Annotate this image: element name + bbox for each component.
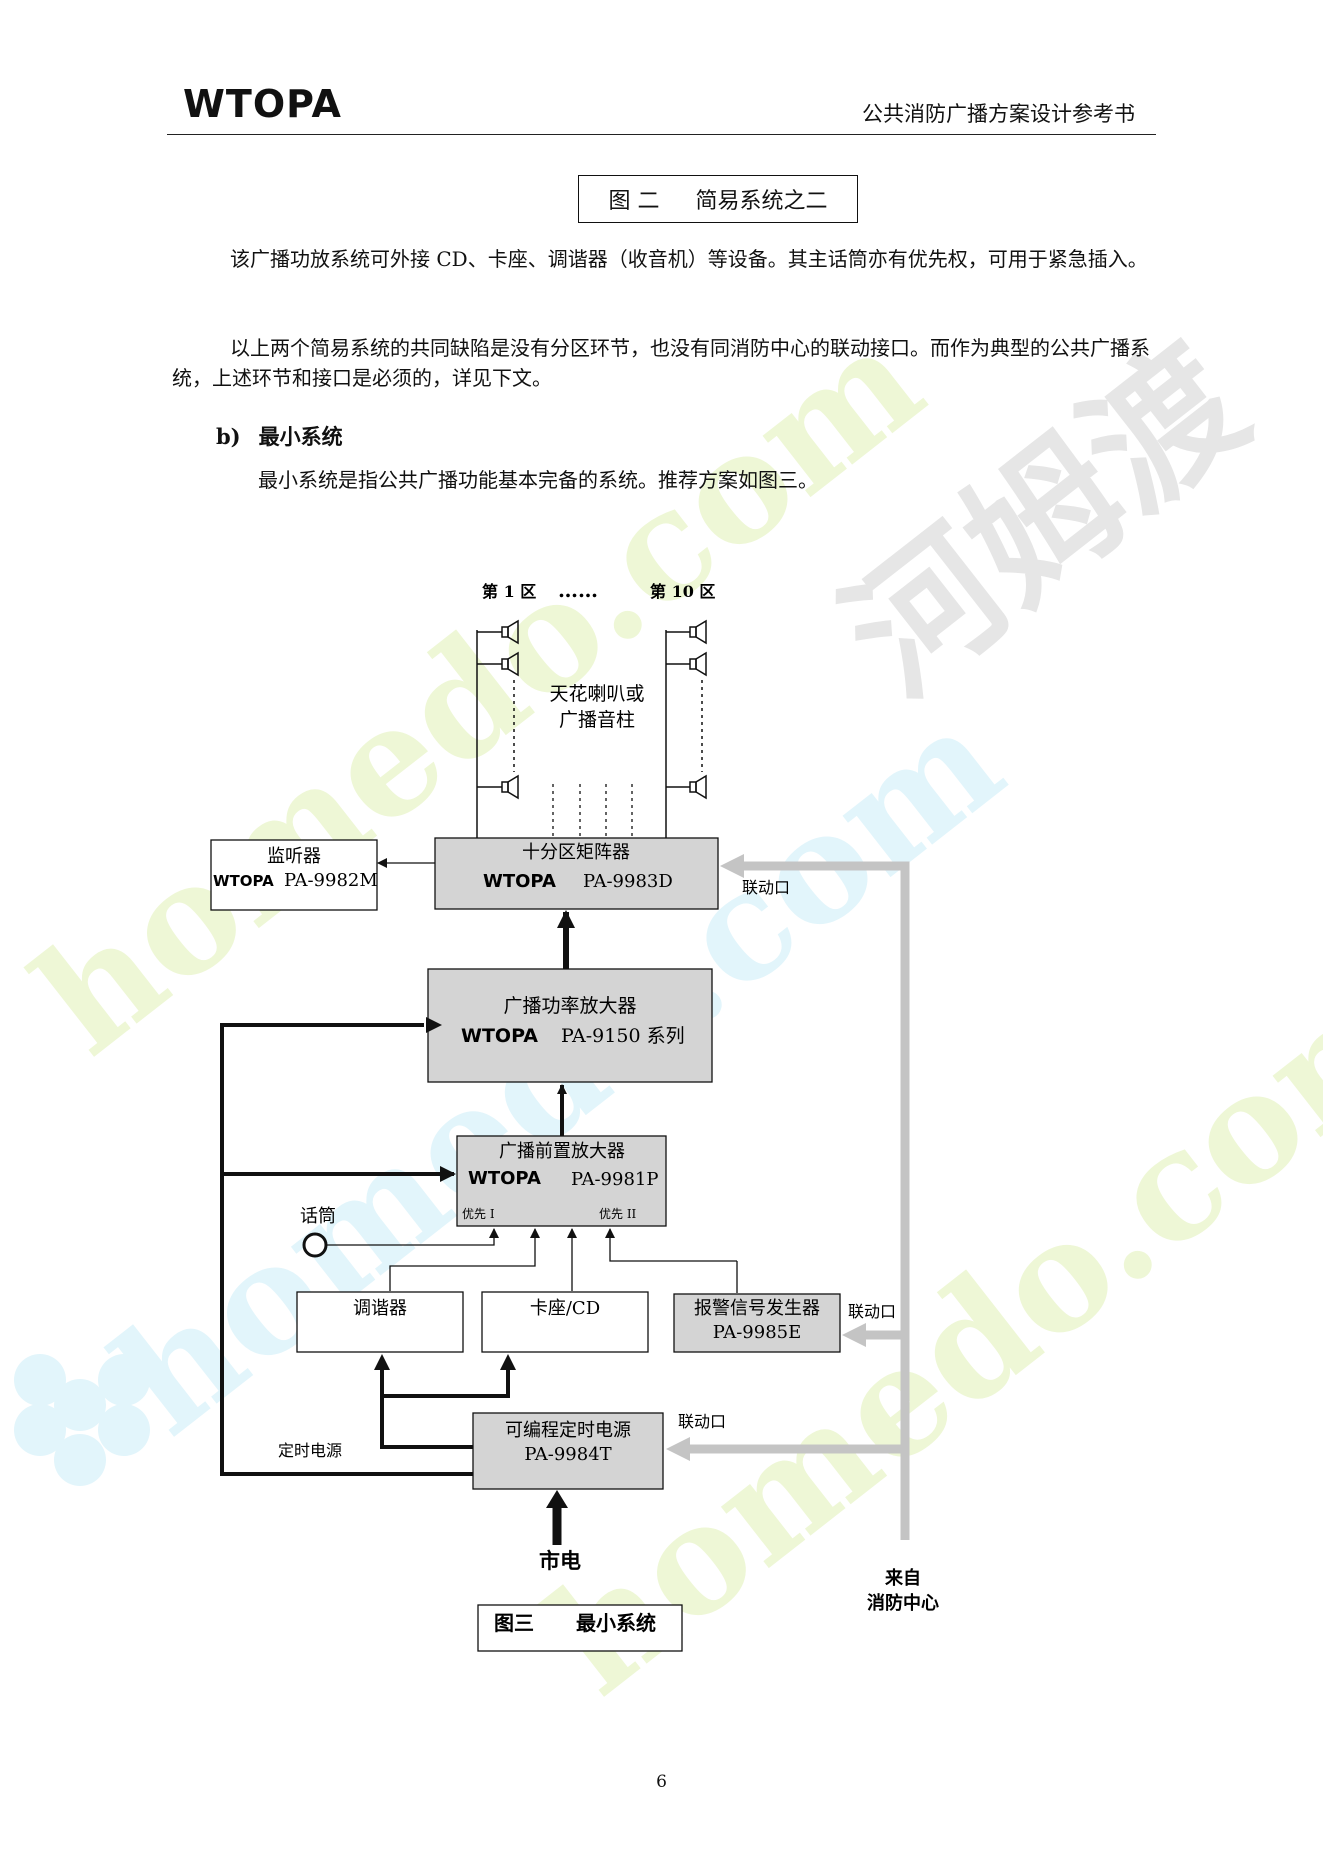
speaker-icon <box>689 619 707 645</box>
page-number: 6 <box>656 1772 667 1792</box>
speaker-icon <box>501 774 519 800</box>
header-divider <box>167 134 1156 135</box>
alarm-box: 报警信号发生器 PA-9985E <box>673 1293 841 1353</box>
tuner-line <box>389 1228 540 1291</box>
amp-brand: WTOPA <box>461 1025 538 1047</box>
link-port-label-matrix: 联动口 <box>742 878 790 897</box>
preamp-model: PA-9981P <box>571 1169 658 1190</box>
mic-label: 话筒 <box>300 1206 336 1227</box>
speaker-label-1: 天花喇叭或 <box>549 683 644 705</box>
matrix-title: 十分区矩阵器 <box>522 842 630 863</box>
fire-center-link-bus <box>688 861 910 1540</box>
left-speaker-column <box>476 630 515 838</box>
right-speaker-column <box>665 630 703 838</box>
figure2-label: 图 二 <box>608 189 660 214</box>
document-title: 公共消防广播方案设计参考书 <box>862 102 1135 126</box>
speaker-icon <box>689 774 707 800</box>
figure2-caption: 图 二 简易系统之二 <box>578 175 858 223</box>
section-b-title: 最小系统 <box>258 424 343 449</box>
timer-title: 可编程定时电源 <box>505 1420 631 1441</box>
section-b-text: 最小系统是指公共广播功能基本完备的系统。推荐方案如图三。 <box>258 468 818 492</box>
preamp-title: 广播前置放大器 <box>499 1141 625 1162</box>
zone-dots: …… <box>558 578 598 602</box>
preamp-brand: WTOPA <box>468 1168 541 1189</box>
timer-power-bus <box>220 1023 473 1476</box>
timer-to-sources <box>380 1370 510 1449</box>
matrix-brand: WTOPA <box>483 871 556 892</box>
link-port-label-alarm: 联动口 <box>848 1302 896 1321</box>
deck-label: 卡座/CD <box>530 1298 600 1319</box>
microphone-icon <box>302 1232 328 1258</box>
fire-center-label-1: 来自 <box>884 1567 921 1589</box>
mains-label: 市电 <box>539 1548 581 1573</box>
mic-line <box>326 1228 499 1246</box>
alarm-model: PA-9985E <box>713 1322 802 1343</box>
zone-dotted-lines <box>552 784 633 838</box>
timer-model: PA-9984T <box>524 1444 611 1465</box>
figure3-label: 图三 <box>494 1611 534 1635</box>
preamp-box: 广播前置放大器 WTOPA PA-9981P 优先 I 优先 II <box>456 1135 667 1227</box>
paragraph-2: 以上两个简易系统的共同缺陷是没有分区环节，也没有同消防中心的联动接口。而作为典型… <box>172 336 1150 390</box>
figure2-title: 简易系统之二 <box>695 189 828 214</box>
preamp-priority-1: 优先 I <box>462 1207 495 1221</box>
timer-power-label: 定时电源 <box>278 1441 342 1460</box>
monitor-model: PA-9982M <box>284 870 378 891</box>
link-port-label-timer: 联动口 <box>678 1412 726 1431</box>
fire-center-label-2: 消防中心 <box>867 1592 939 1614</box>
zone-last-label: 第 10 区 <box>650 582 715 601</box>
monitor-brand: WTOPA <box>213 872 274 890</box>
speaker-icon <box>501 619 519 645</box>
amp-title: 广播功率放大器 <box>503 995 636 1017</box>
preamp-priority-2: 优先 II <box>599 1207 637 1221</box>
matrix-model: PA-9983D <box>583 871 673 892</box>
tuner-box: 调谐器 <box>296 1291 464 1353</box>
section-b-marker: b) <box>216 424 241 449</box>
deck-box: 卡座/CD <box>481 1291 649 1353</box>
speaker-icon <box>689 651 707 677</box>
alarm-title: 报警信号发生器 <box>694 1298 820 1319</box>
speaker-icon <box>501 651 519 677</box>
tuner-label: 调谐器 <box>353 1298 407 1319</box>
speaker-label-2: 广播音柱 <box>559 709 635 731</box>
monitor-title: 监听器 <box>267 846 321 867</box>
alarm-line <box>605 1228 737 1262</box>
section-b-heading: b) 最小系统 <box>216 421 343 451</box>
figure3-title: 最小系统 <box>576 1611 656 1635</box>
matrix-box: 十分区矩阵器 WTOPA PA-9983D <box>434 837 719 910</box>
amp-model: PA-9150 系列 <box>561 1025 685 1047</box>
brand-logo: WTOPA <box>183 82 342 126</box>
zone-first-label: 第 1 区 <box>482 582 536 601</box>
timer-box: 可编程定时电源 PA-9984T <box>472 1412 664 1490</box>
monitor-box: 监听器 WTOPA PA-9982M <box>210 839 378 911</box>
paragraph-1: 该广播功放系统可外接 CD、卡座、调谐器（收音机）等设备。其主话筒亦有优先权，可… <box>230 247 1148 271</box>
figure3-caption: 图三 最小系统 <box>477 1604 683 1652</box>
amp-box: 广播功率放大器 WTOPA PA-9150 系列 <box>427 968 713 1083</box>
